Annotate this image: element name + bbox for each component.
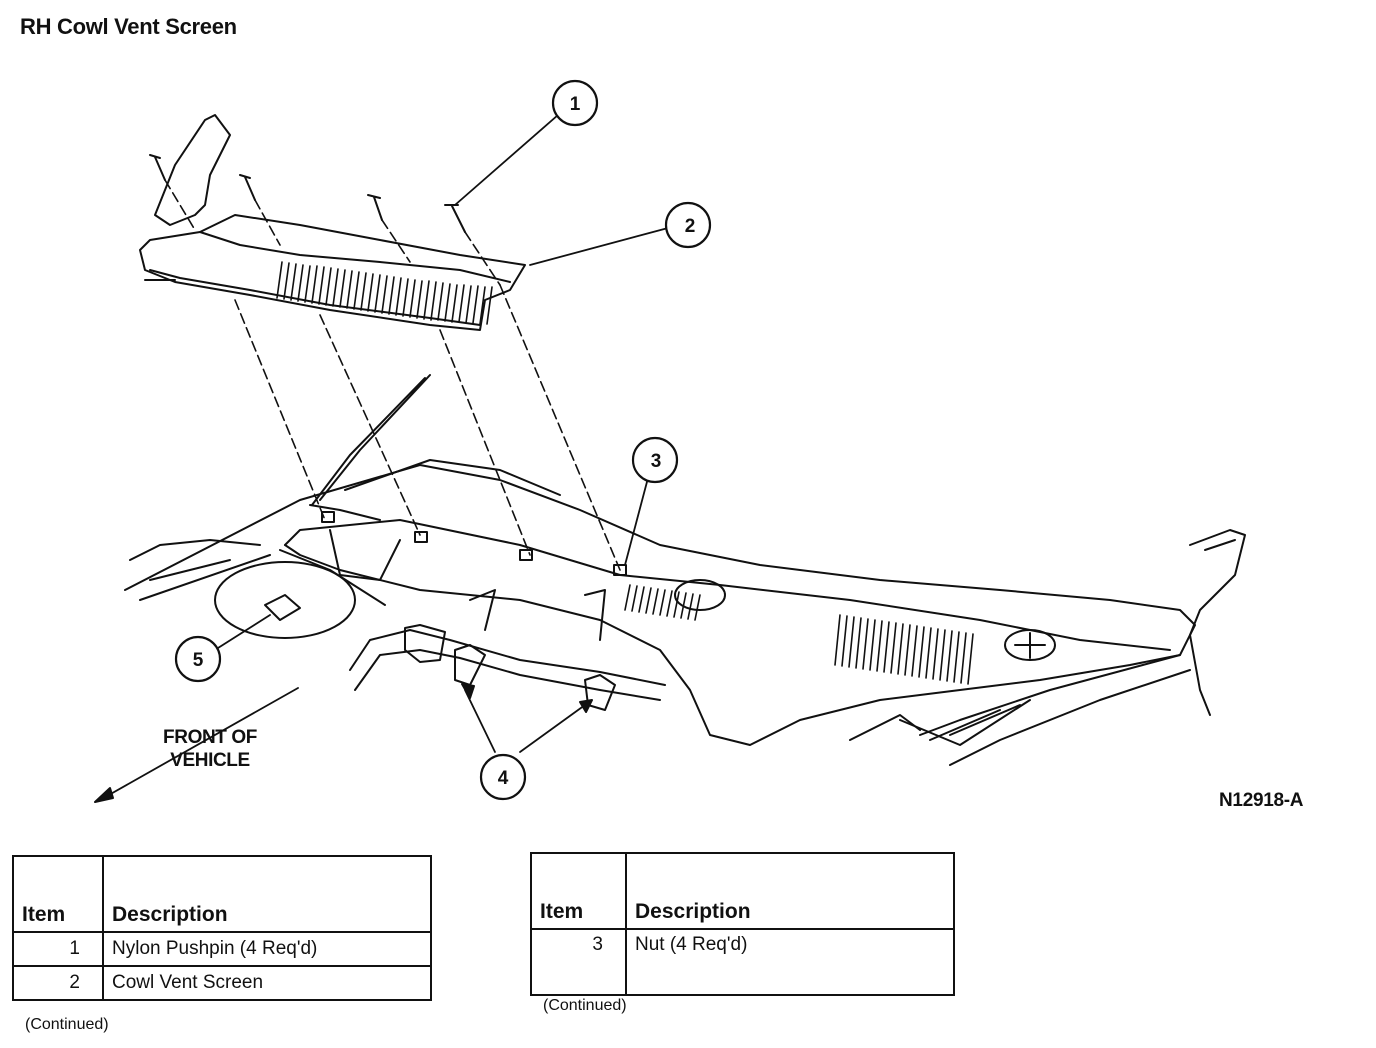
items-table-left: Item Description 1 Nylon Pushpin (4 Req'… [12,855,432,1001]
table-row: 3 Nut (4 Req'd) [530,928,955,996]
header-description: Description [625,852,955,930]
callout-1-label: 1 [570,94,581,115]
figure-code: N12918-A [1219,790,1304,811]
clips [454,589,616,711]
continued-note-right: (Continued) [543,997,627,1014]
table-header-row: Item Description [530,852,955,930]
table-row: 2 Cowl Vent Screen [12,965,432,1001]
continued-note-left: (Continued) [25,1016,109,1033]
row-item: 2 [12,965,104,1001]
header-description: Description [102,855,432,933]
table-header-row: Item Description [12,855,432,933]
callout-5-label: 5 [193,650,204,671]
cowl-panel [124,279,1246,766]
row-description: Nylon Pushpin (4 Req'd) [102,931,432,967]
callout-3-circle [631,436,679,484]
callout-4-label: 4 [498,768,509,789]
front-label-line1: FRONT OF [163,727,257,748]
callout-1-circle [551,79,599,127]
cowl-vent-screen [139,114,526,331]
row-item: 1 [12,931,104,967]
row-description: Nut (4 Req'd) [625,928,955,996]
page-title: RH Cowl Vent Screen [20,14,237,39]
nylon-pushpins [149,154,466,233]
table-row: 1 Nylon Pushpin (4 Req'd) [12,931,432,967]
callout-5-circle [174,635,222,683]
row-item: 3 [530,928,627,996]
callout-2-label: 2 [685,216,696,237]
items-table-right: Item Description 3 Nut (4 Req'd) [530,852,955,996]
row-description: Cowl Vent Screen [102,965,432,1001]
front-of-vehicle-label: FRONT OF VEHICLE [150,726,270,772]
front-label-line2: VEHICLE [170,750,250,771]
callout-3-label: 3 [651,451,662,472]
header-item: Item [530,852,627,930]
header-item: Item [12,855,104,933]
cowl-vent-diagram: 1 2 3 4 5 [94,79,1246,803]
callout-2-circle [664,201,712,249]
callout-4-circle [479,753,527,801]
